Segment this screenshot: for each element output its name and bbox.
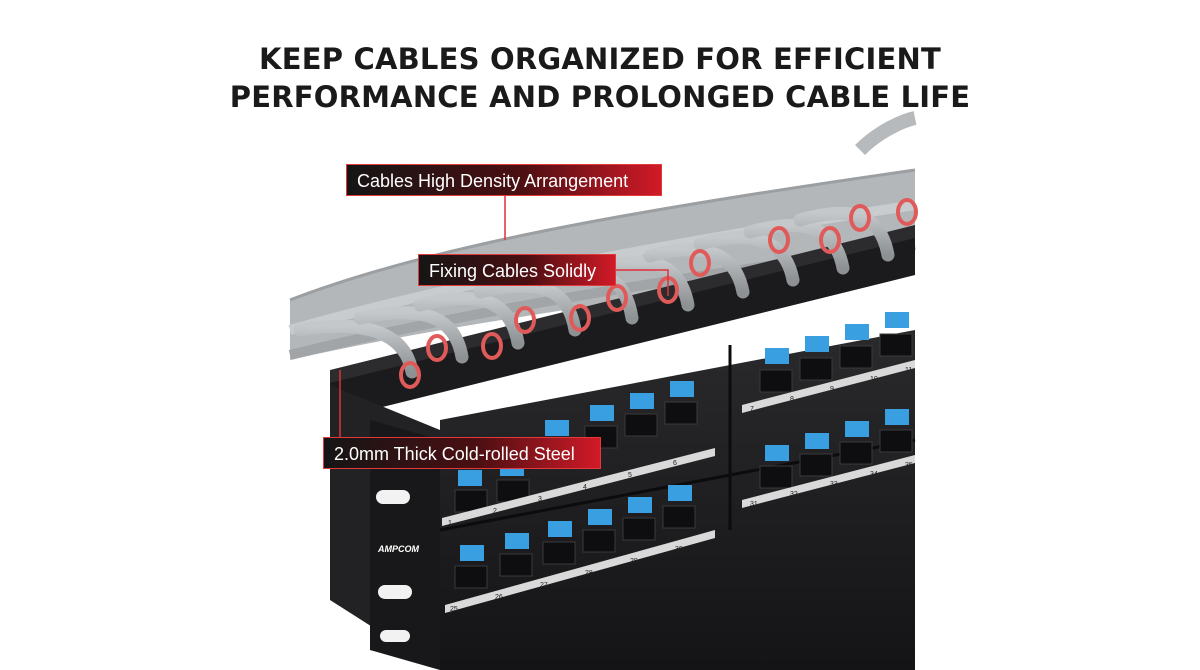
brand-logo-text: AMPCOM (377, 544, 419, 554)
port-label: 34 (870, 471, 878, 478)
port-label: 30 (675, 546, 683, 553)
headline-line-1: KEEP CABLES ORGANIZED FOR EFFICIENT (259, 42, 941, 76)
port-label: 5 (628, 472, 632, 479)
port-label: 26 (495, 594, 503, 601)
port-label: 9 (830, 386, 834, 393)
port-number-strips (442, 360, 915, 613)
port-label: 25 (450, 606, 458, 613)
port-label: 31 (750, 501, 758, 508)
headline: KEEP CABLES ORGANIZED FOR EFFICIENT PERF… (0, 40, 1200, 116)
callout-fixing-cables: Fixing Cables Solidly (418, 254, 616, 286)
callout-steel-thickness: 2.0mm Thick Cold-rolled Steel (323, 437, 601, 469)
port-label: 8 (790, 396, 794, 403)
lower-right-ports (759, 409, 913, 489)
upper-left-ports (454, 381, 698, 513)
port-label: 29 (630, 558, 638, 565)
port-label: 10 (870, 376, 878, 383)
port-label: 4 (583, 484, 587, 491)
red-clip-rings (399, 198, 918, 389)
port-label: 1 (448, 520, 452, 527)
port-label: 27 (540, 582, 548, 589)
port-label: 7 (750, 406, 754, 413)
port-label: 33 (830, 481, 838, 488)
callout-cable-density: Cables High Density Arrangement (346, 164, 662, 196)
lower-left-ports (454, 485, 696, 589)
port-label: 32 (790, 491, 798, 498)
headline-line-2: PERFORMANCE AND PROLONGED CABLE LIFE (229, 80, 971, 114)
port-label: 2 (493, 508, 497, 515)
port-label: 35 (905, 462, 913, 469)
port-label: 3 (538, 496, 542, 503)
port-label: 28 (585, 570, 593, 577)
port-label: 11 (905, 367, 912, 374)
port-label: 6 (673, 460, 677, 467)
rack-ear-bracket (330, 385, 440, 670)
callout-leader-lines (339, 196, 669, 437)
upper-right-ports (759, 312, 913, 393)
